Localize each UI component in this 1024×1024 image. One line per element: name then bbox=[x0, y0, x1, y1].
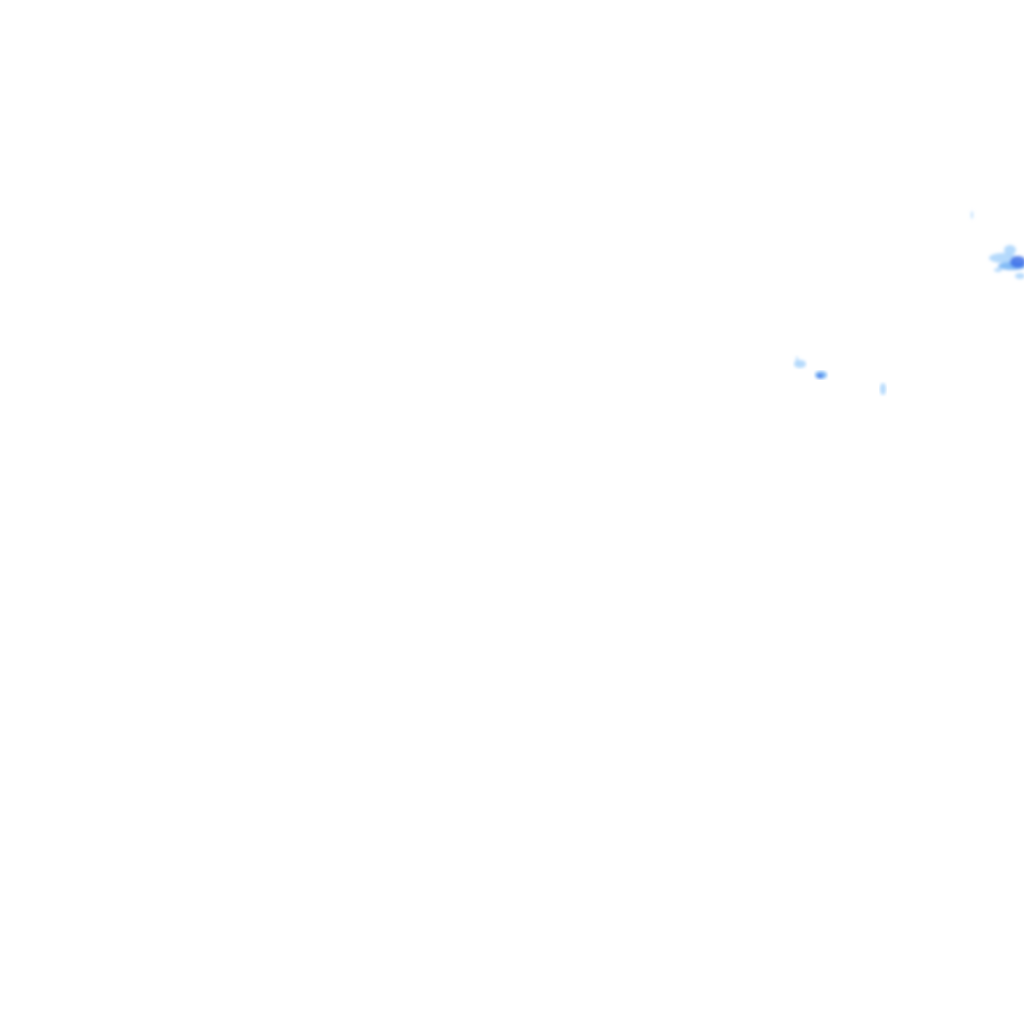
precipitation-echo bbox=[1015, 273, 1024, 279]
precipitation-echo bbox=[1010, 256, 1024, 268]
precipitation-echo bbox=[1004, 245, 1016, 255]
echo-central-small-3 bbox=[880, 383, 886, 395]
precipitation-echo bbox=[796, 356, 798, 364]
precipitation-echo bbox=[794, 360, 806, 368]
precipitation-echo bbox=[989, 253, 1017, 263]
precipitation-echo bbox=[880, 383, 886, 395]
echo-central-small-1 bbox=[794, 356, 806, 368]
echo-central-small-2 bbox=[815, 371, 827, 379]
echo-northeast-cluster bbox=[971, 211, 1024, 279]
precipitation-echo bbox=[994, 268, 1002, 272]
precipitation-echo bbox=[817, 374, 823, 378]
precipitation-echo bbox=[971, 211, 973, 219]
